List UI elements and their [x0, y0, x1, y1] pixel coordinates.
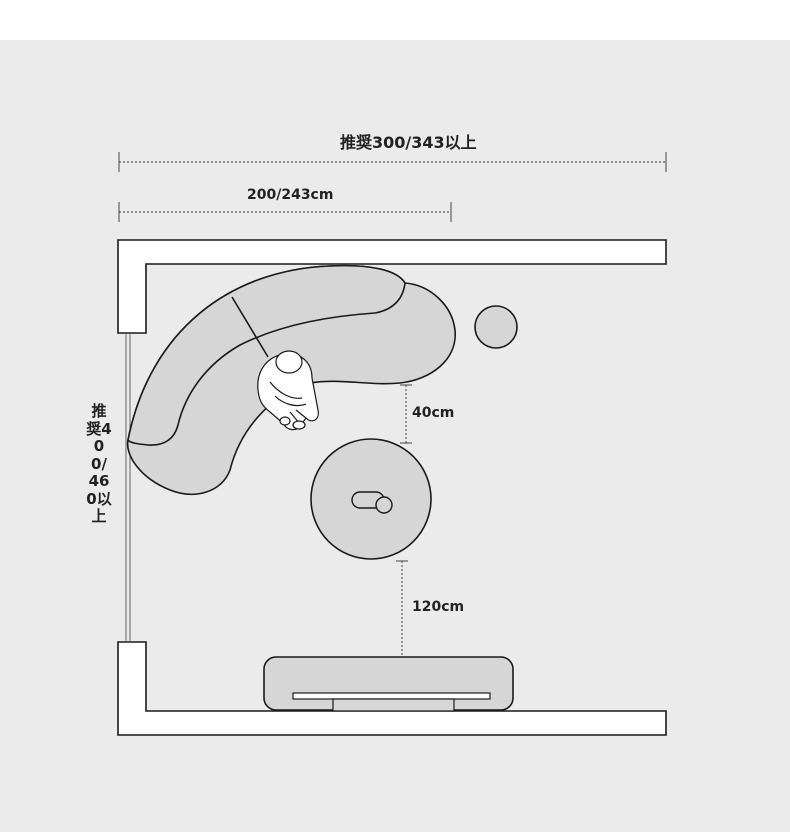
dimension-table-tv-gap — [396, 560, 408, 656]
total-width-label: 推奨300/343以上 — [340, 133, 477, 152]
person-figure — [257, 350, 319, 431]
dimension-sofa-width — [118, 202, 452, 222]
window-line — [125, 333, 131, 642]
tv-console — [263, 656, 514, 712]
tv-screen — [292, 692, 491, 700]
coffee-table — [310, 438, 432, 560]
room-depth-label: 推奨400/460以上 — [86, 402, 112, 525]
table-tv-gap-label: 120cm — [412, 599, 465, 615]
side-table — [474, 305, 518, 349]
sofa-table-gap-label: 40cm — [412, 405, 455, 421]
sofa-width-label: 200/243cm — [247, 187, 334, 203]
room-wall-bottom — [117, 641, 667, 736]
room-wall-top — [117, 239, 667, 334]
dimension-sofa-table-gap — [400, 384, 412, 444]
dimension-total-width — [118, 152, 667, 172]
tv-stand — [332, 698, 455, 712]
sofa-backrest-line — [127, 264, 406, 446]
cup-object — [375, 496, 393, 514]
sofa-seam — [231, 296, 269, 358]
